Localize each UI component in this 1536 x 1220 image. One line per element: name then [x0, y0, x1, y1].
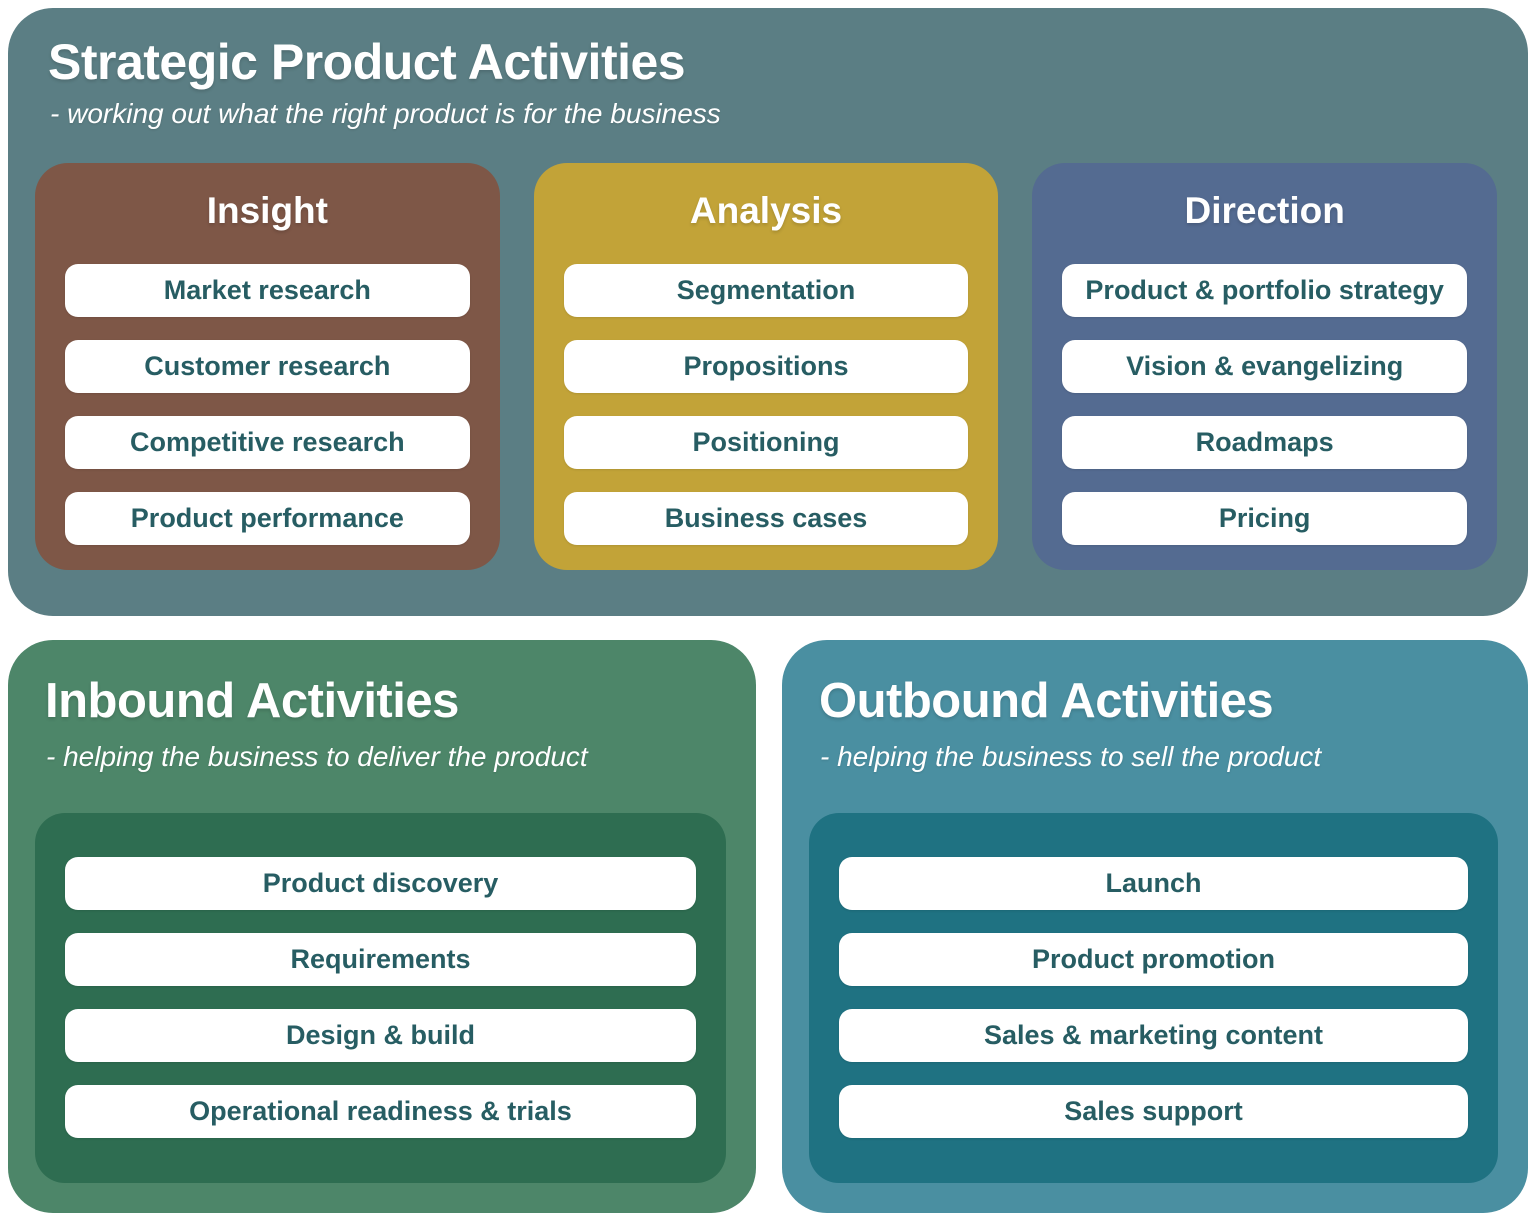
card-design-build: Design & build: [65, 1009, 696, 1062]
card-product-performance: Product performance: [65, 492, 470, 546]
outbound-panel: Outbound Activities - helping the busine…: [782, 640, 1528, 1213]
card-product-promotion: Product promotion: [839, 933, 1468, 986]
insight-cards: Market research Customer research Compet…: [65, 264, 470, 546]
column-direction: Direction Product & portfolio strategy V…: [1032, 163, 1498, 570]
inbound-panel: Inbound Activities - helping the busines…: [8, 640, 756, 1213]
card-product-discovery: Product discovery: [65, 857, 696, 910]
card-requirements: Requirements: [65, 933, 696, 986]
outbound-title: Outbound Activities: [819, 674, 1274, 728]
card-market-research: Market research: [65, 264, 470, 318]
card-customer-research: Customer research: [65, 340, 470, 394]
outbound-subtitle: - helping the business to sell the produ…: [820, 740, 1322, 772]
card-sales-support: Sales support: [839, 1085, 1468, 1138]
strategic-title: Strategic Product Activities: [48, 34, 686, 90]
inbound-cards: Product discovery Requirements Design & …: [65, 857, 696, 1138]
column-analysis: Analysis Segmentation Propositions Posit…: [533, 163, 999, 570]
card-propositions: Propositions: [563, 340, 969, 394]
direction-cards: Product & portfolio strategy Vision & ev…: [1062, 264, 1468, 546]
strategic-panel: Strategic Product Activities - working o…: [8, 8, 1528, 616]
card-pricing: Pricing: [1062, 492, 1468, 546]
card-positioning: Positioning: [563, 416, 969, 470]
card-segmentation: Segmentation: [563, 264, 969, 318]
card-product-portfolio-strategy: Product & portfolio strategy: [1062, 264, 1468, 318]
card-operational-readiness-trials: Operational readiness & trials: [65, 1085, 696, 1138]
inbound-subtitle: - helping the business to deliver the pr…: [46, 740, 588, 772]
card-roadmaps: Roadmaps: [1062, 416, 1468, 470]
insight-column-title: Insight: [206, 190, 328, 231]
direction-column-title: Direction: [1184, 190, 1345, 231]
inbound-title: Inbound Activities: [45, 674, 459, 728]
card-vision-evangelizing: Vision & evangelizing: [1062, 340, 1468, 394]
column-insight: Insight Market research Customer researc…: [35, 163, 500, 570]
analysis-cards: Segmentation Propositions Positioning Bu…: [563, 264, 969, 546]
strategic-subtitle: - working out what the right product is …: [50, 98, 721, 129]
card-launch: Launch: [839, 857, 1468, 910]
analysis-column-title: Analysis: [689, 190, 843, 231]
card-competitive-research: Competitive research: [65, 416, 470, 470]
strategic-columns: Insight Market research Customer researc…: [35, 163, 1498, 570]
outbound-cards: Launch Product promotion Sales & marketi…: [839, 857, 1468, 1138]
inbound-inner-box: Product discovery Requirements Design & …: [35, 813, 726, 1183]
card-business-cases: Business cases: [563, 492, 969, 546]
outbound-inner-box: Launch Product promotion Sales & marketi…: [809, 813, 1498, 1183]
card-sales-marketing-content: Sales & marketing content: [839, 1009, 1468, 1062]
